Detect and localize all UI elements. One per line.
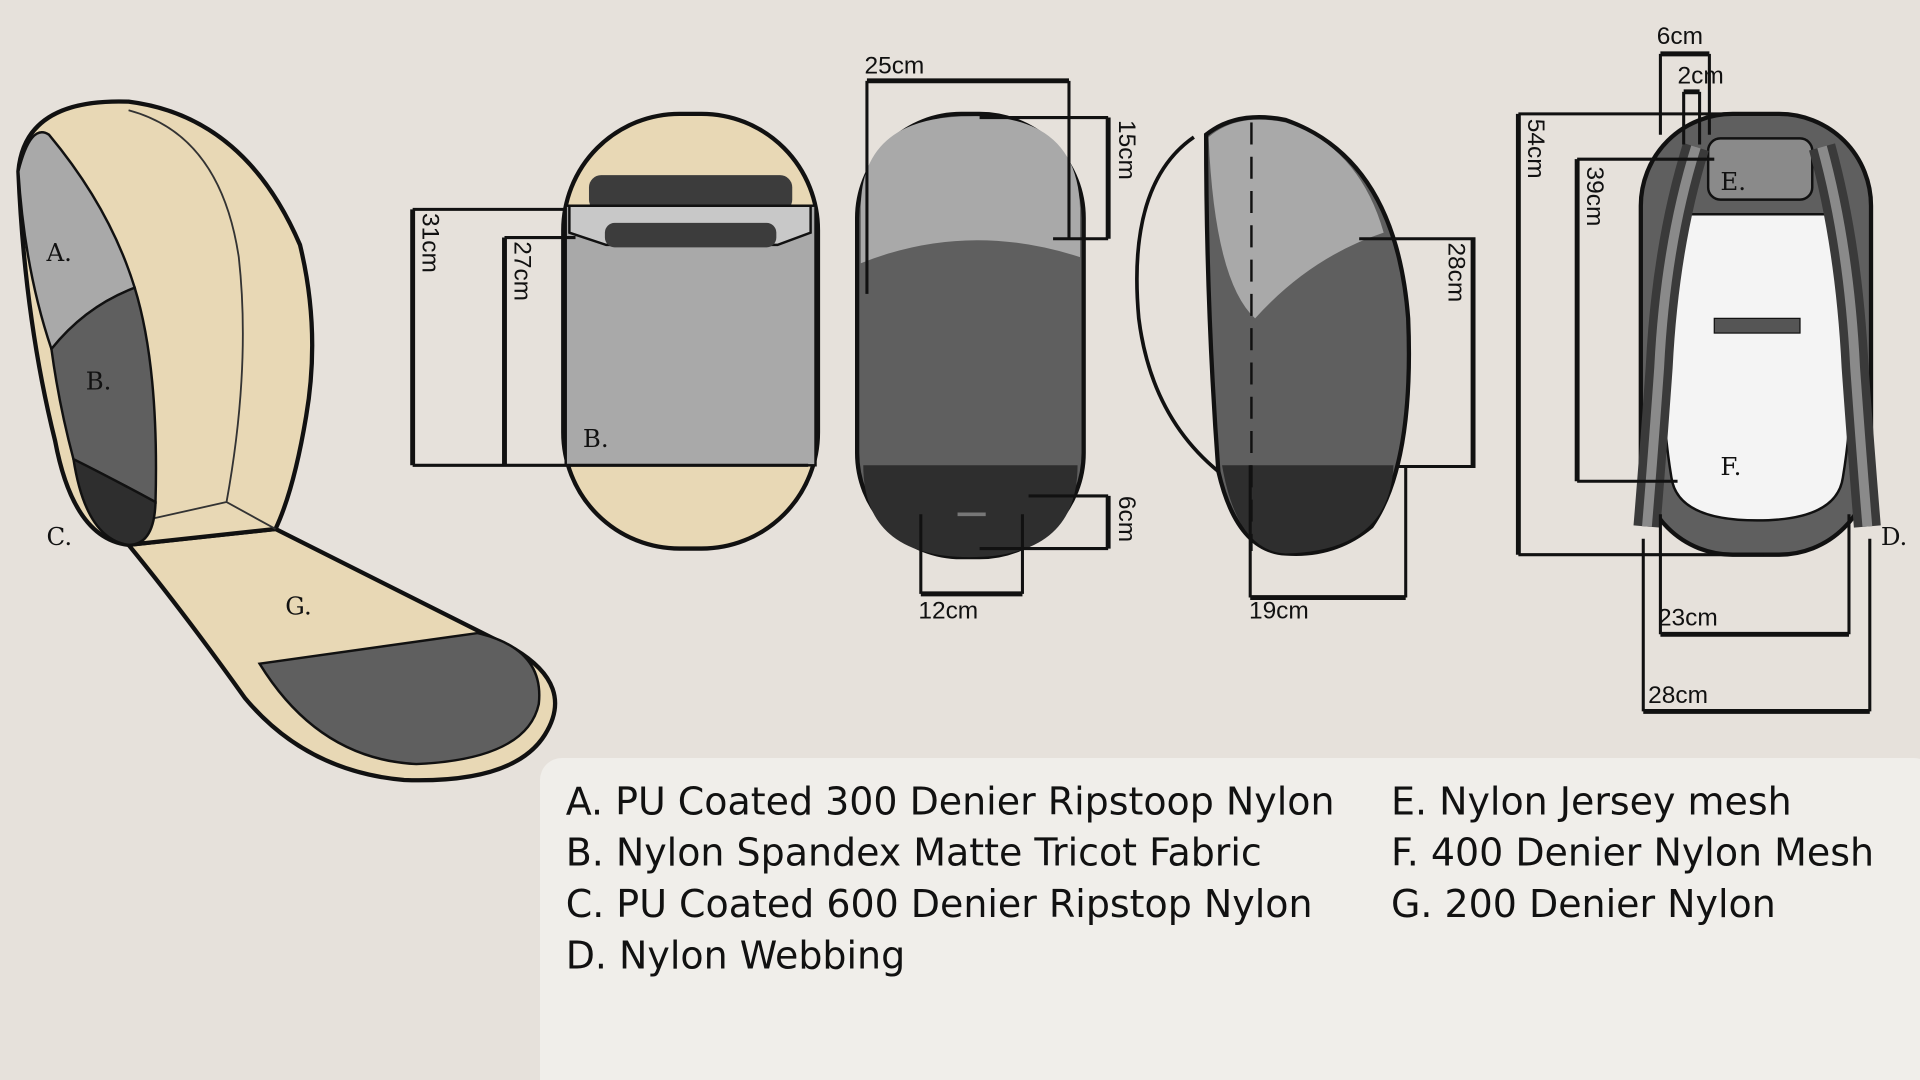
dim-2cm: 2cm bbox=[1678, 62, 1724, 89]
dim-25cm: 25cm bbox=[864, 52, 924, 79]
legend-item-b: B. Nylon Spandex Matte Tricot Fabric bbox=[566, 831, 1262, 875]
side-view-drawing: 28cm 19cm bbox=[1135, 115, 1476, 624]
top-view-drawing: 25cm 15cm 6cm 12cm bbox=[855, 52, 1140, 624]
unfolded-pack-drawing: A. B. C. G. bbox=[16, 99, 558, 783]
dim-28cm-side: 28cm bbox=[1443, 242, 1470, 302]
dim-6cm-bottom: 6cm bbox=[1113, 496, 1140, 542]
legend-item-d: D. Nylon Webbing bbox=[566, 934, 905, 978]
legend-item-g: G. 200 Denier Nylon bbox=[1391, 882, 1776, 926]
label-b-front: B. bbox=[583, 424, 609, 453]
legend-item-a: A. PU Coated 300 Denier Ripstoop Nylon bbox=[566, 779, 1335, 823]
label-b: B. bbox=[86, 366, 112, 395]
label-f: F. bbox=[1720, 452, 1741, 481]
label-c: C. bbox=[47, 522, 73, 551]
dim-6cm-strap: 6cm bbox=[1657, 23, 1703, 50]
dim-27cm: 27cm bbox=[508, 241, 535, 301]
back-view-drawing: E. F. D. 6cm 2cm 54cm 39cm 23cm 28cm bbox=[1515, 23, 1908, 714]
legend-item-c: C. PU Coated 600 Denier Ripstop Nylon bbox=[566, 882, 1313, 926]
legend-item-f: F. 400 Denier Nylon Mesh bbox=[1391, 831, 1874, 875]
dim-15cm: 15cm bbox=[1113, 120, 1140, 180]
dim-54cm: 54cm bbox=[1522, 119, 1549, 179]
materials-legend: A. PU Coated 300 Denier Ripstoop Nylon B… bbox=[566, 779, 1874, 977]
label-d: D. bbox=[1881, 522, 1908, 551]
legend-item-e: E. Nylon Jersey mesh bbox=[1391, 779, 1792, 823]
front-view-drawing: B. 31cm 27cm bbox=[410, 111, 821, 551]
legend-panel bbox=[540, 757, 1920, 1080]
label-a: A. bbox=[46, 238, 72, 267]
dim-23cm: 23cm bbox=[1658, 605, 1718, 632]
dim-39cm: 39cm bbox=[1581, 167, 1608, 227]
dim-12cm: 12cm bbox=[918, 597, 978, 624]
label-e: E. bbox=[1720, 167, 1746, 196]
dim-31cm: 31cm bbox=[416, 213, 443, 273]
dim-28cm-back: 28cm bbox=[1648, 682, 1708, 709]
dim-19cm: 19cm bbox=[1249, 597, 1309, 624]
label-g: G. bbox=[285, 592, 311, 621]
